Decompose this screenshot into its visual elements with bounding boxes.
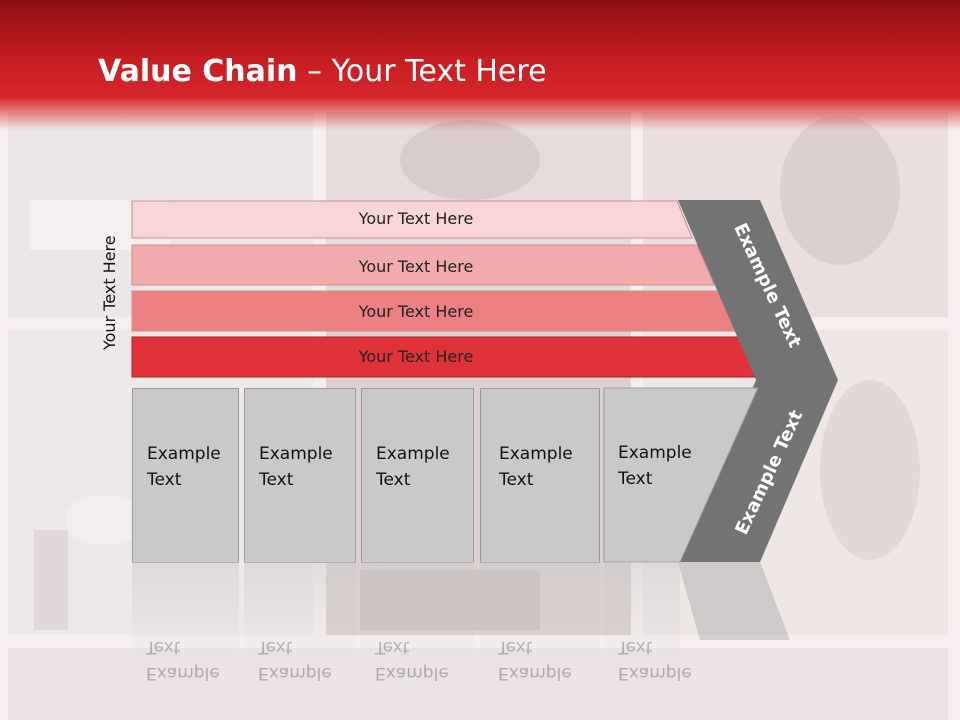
box-3-line2: Text <box>376 470 411 490</box>
row-1-label: Your Text Here <box>358 209 474 228</box>
row-2-label: Your Text Here <box>358 257 474 276</box>
box-5-shape <box>603 387 759 563</box>
page-title: Value Chain – Your Text Here <box>98 54 547 89</box>
box-4-line1: Example <box>499 444 573 464</box>
row-4-label: Your Text Here <box>358 347 474 366</box>
chevron-reflection <box>678 562 790 640</box>
row-3-label: Your Text Here <box>358 302 474 321</box>
header-bar <box>0 0 960 130</box>
box-2-line2: Text <box>259 470 294 490</box>
box-4-line2: Text <box>499 470 534 490</box>
box-3-line1: Example <box>376 444 450 464</box>
box-2-line1: Example <box>259 444 333 464</box>
row-2-shape <box>131 244 715 286</box>
box-1-line2: Text <box>147 470 182 490</box>
row-1-shape <box>131 200 693 239</box>
box-5-line1: Example <box>618 443 692 463</box>
box-5-line2: Text <box>618 469 653 489</box>
box-1-line1: Example <box>147 444 221 464</box>
